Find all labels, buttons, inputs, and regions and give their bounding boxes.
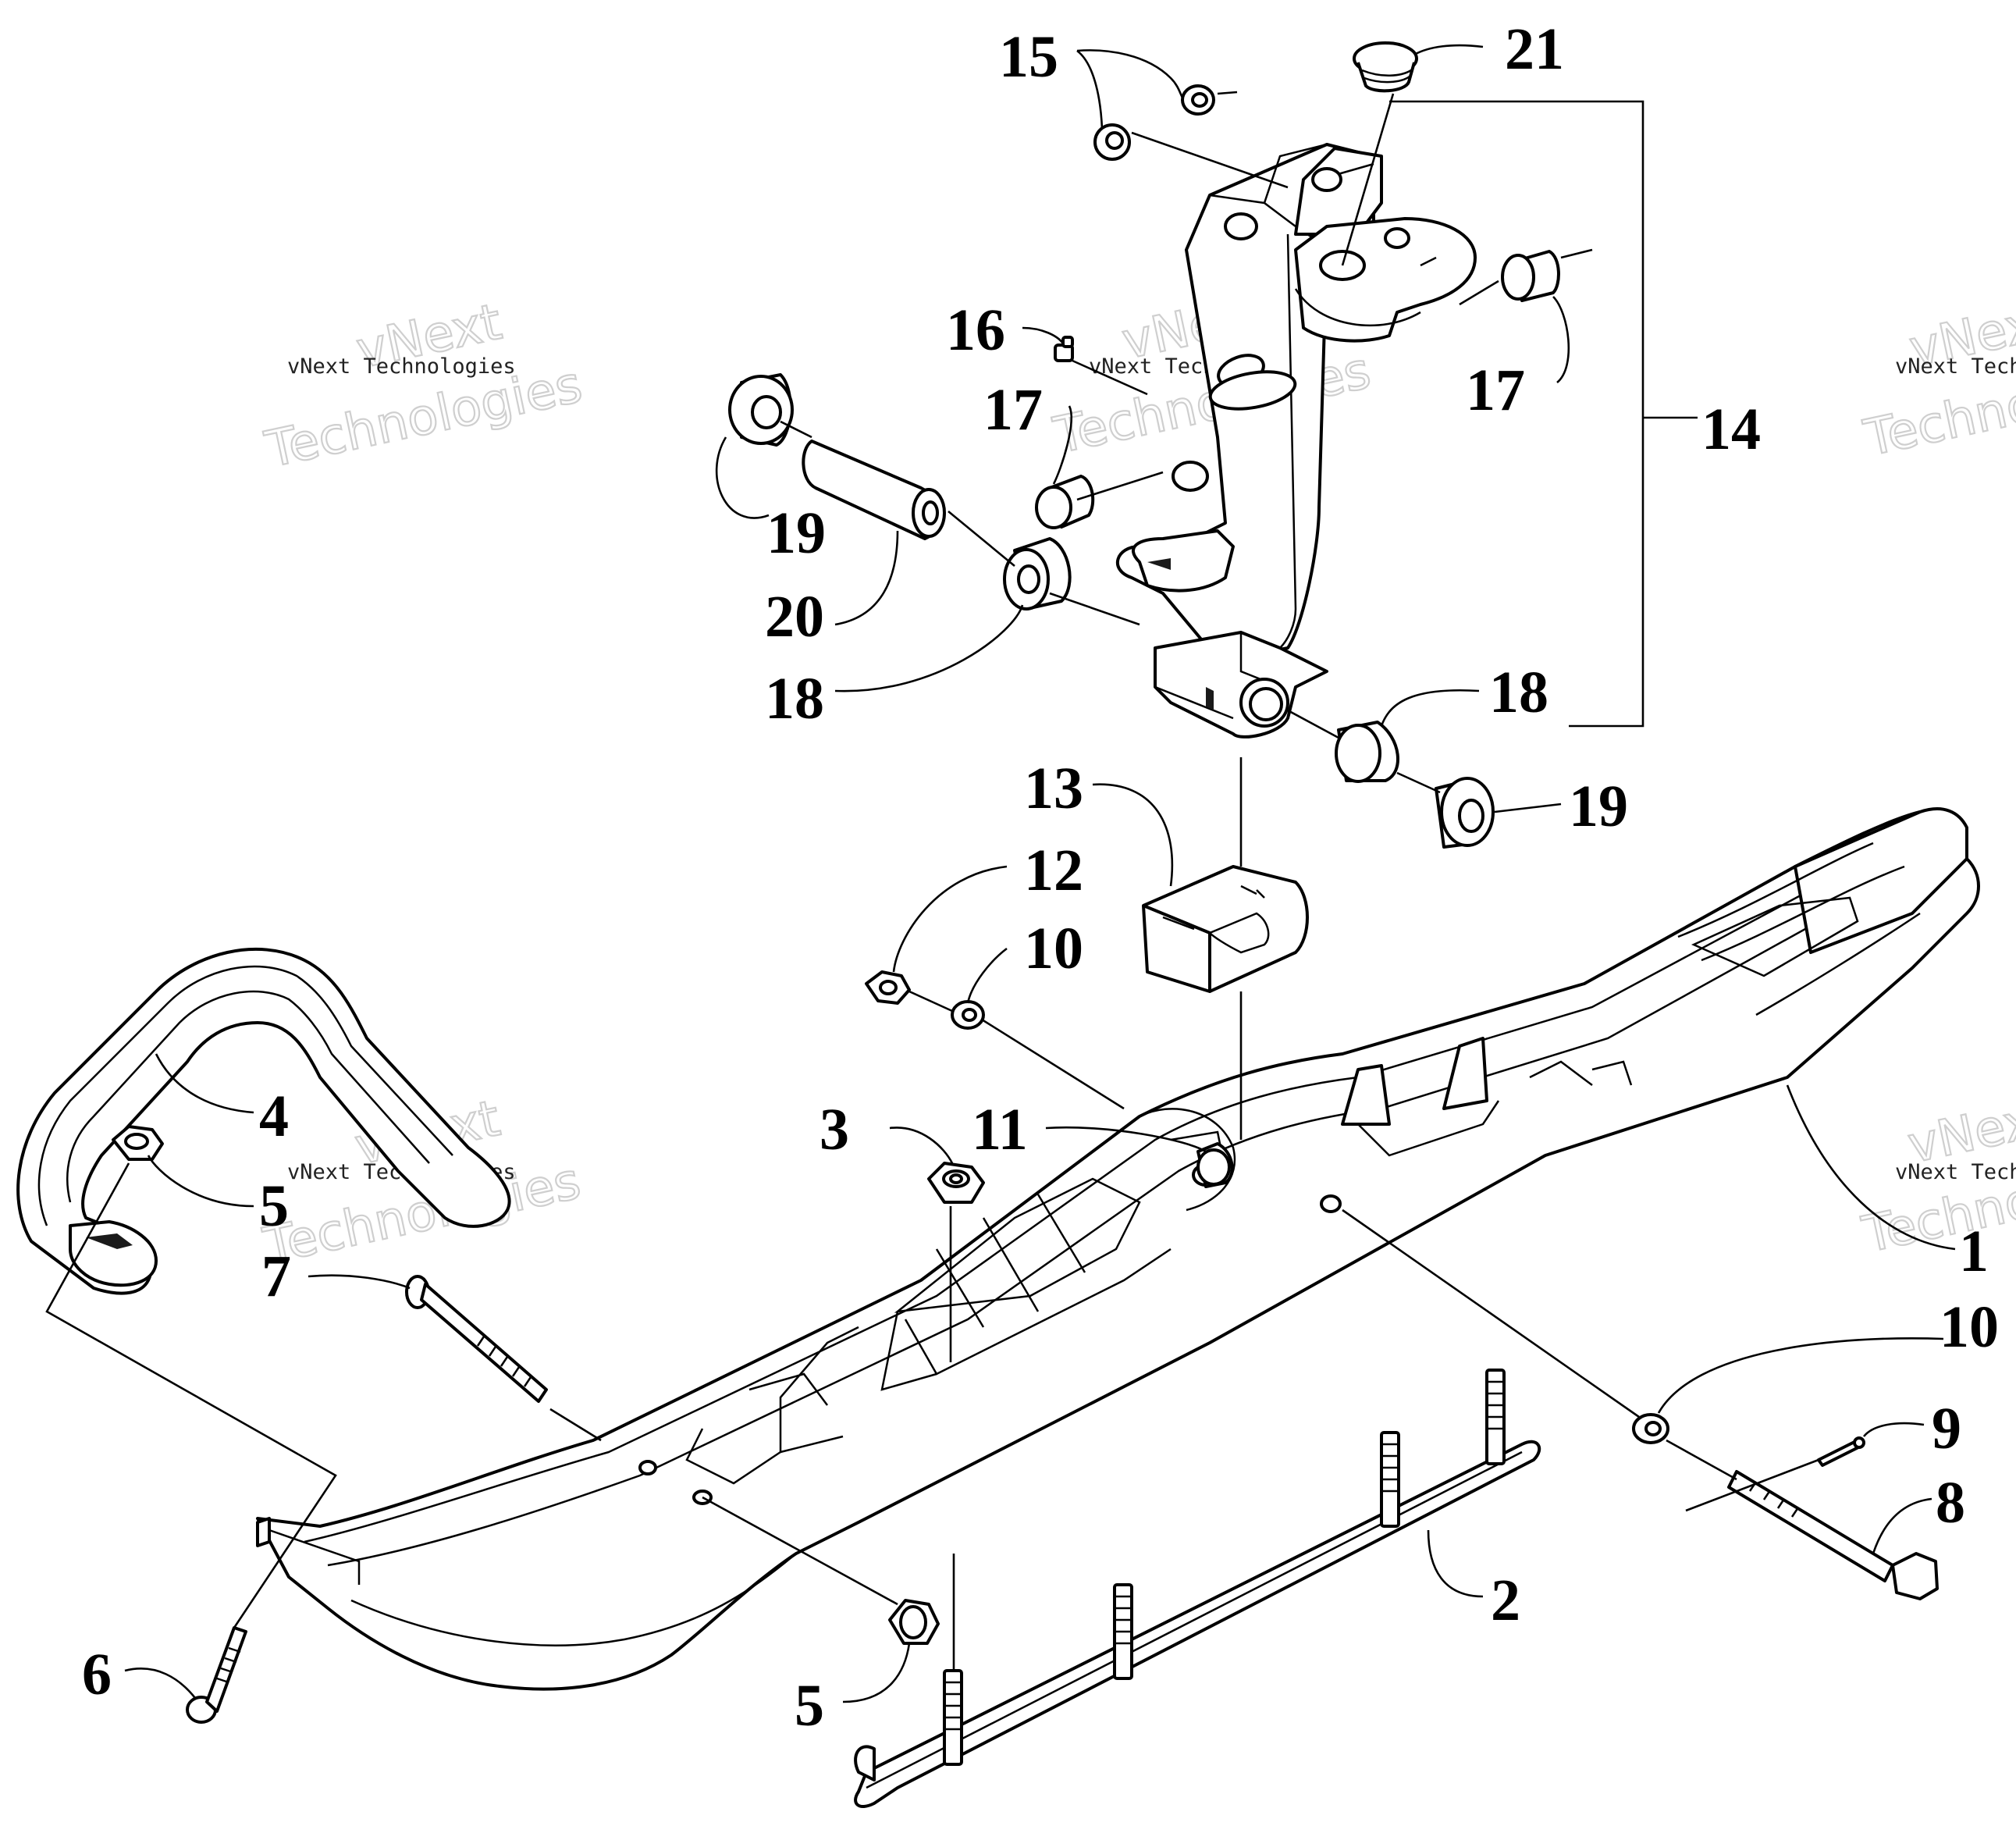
grease-fitting-16 xyxy=(1054,336,1074,362)
callout-16: 16 xyxy=(946,297,1005,363)
spacer-19b xyxy=(1435,777,1495,849)
callout-1: 1 xyxy=(1959,1219,1989,1284)
wear-bar xyxy=(854,1369,1541,1808)
washer-15b xyxy=(1093,123,1131,161)
bushing-18a xyxy=(1003,537,1072,610)
callout-6: 6 xyxy=(82,1642,112,1707)
callout-20: 20 xyxy=(765,584,824,650)
watermark-text: vNext Technologies xyxy=(1895,354,2016,379)
bushing-11 xyxy=(1196,1142,1234,1188)
callout-10-left: 10 xyxy=(1024,916,1083,981)
callout-10-right: 10 xyxy=(1940,1294,1999,1360)
watermark-text: vNext Technologies xyxy=(287,354,516,379)
bolt-6 xyxy=(186,1626,247,1724)
bushing-17a xyxy=(1035,475,1095,529)
callout-5-bottom: 5 xyxy=(795,1673,824,1739)
bolt-7 xyxy=(405,1275,548,1403)
callout-8: 8 xyxy=(1936,1470,1965,1536)
wear-bar-stud xyxy=(1113,1583,1133,1680)
cotter-pin-9 xyxy=(1817,1436,1865,1467)
washer-10a xyxy=(951,1000,985,1030)
callout-18-right: 18 xyxy=(1489,660,1548,725)
sleeve-20 xyxy=(802,440,946,540)
callout-4: 4 xyxy=(259,1084,289,1149)
spindle-slot xyxy=(1208,370,1297,411)
ski-handle xyxy=(16,947,511,1295)
watermark-top-left: vNext Technologies xyxy=(259,293,588,481)
spacer-19a xyxy=(728,373,794,447)
washer-15a xyxy=(1181,84,1215,116)
wear-bar-stud xyxy=(943,1669,963,1766)
callout-14: 14 xyxy=(1701,397,1761,462)
callout-19-right: 19 xyxy=(1569,774,1628,839)
callout-9: 9 xyxy=(1932,1396,1961,1461)
nut-5a xyxy=(112,1125,164,1161)
spindle-assembly xyxy=(1115,143,1477,739)
nut-12 xyxy=(865,970,911,1005)
steering-arm-hole xyxy=(1384,227,1410,249)
callout-2: 2 xyxy=(1491,1568,1520,1633)
bushing-18b xyxy=(1335,721,1399,783)
callout-21: 21 xyxy=(1505,16,1564,82)
ski-body xyxy=(256,807,1980,1691)
callout-numbers: 21 15 16 17 17 14 19 20 18 18 19 13 12 1… xyxy=(82,16,1999,1739)
callout-17-right: 17 xyxy=(1466,358,1525,423)
leader-lines xyxy=(45,44,1956,1703)
callout-19-left: 19 xyxy=(766,500,826,566)
damper-block-13 xyxy=(1142,865,1309,993)
callout-12: 12 xyxy=(1024,838,1083,903)
ski-hole xyxy=(1320,1194,1342,1213)
callout-7: 7 xyxy=(261,1244,291,1309)
ski-hole xyxy=(638,1460,657,1475)
callout-11: 11 xyxy=(972,1097,1028,1162)
washer-10b xyxy=(1632,1413,1669,1444)
callout-18-left: 18 xyxy=(765,666,824,731)
cap-21 xyxy=(1353,41,1418,93)
bushing-17b xyxy=(1501,250,1560,302)
wear-bar-stud xyxy=(1380,1431,1400,1528)
callout-13: 13 xyxy=(1024,756,1083,821)
watermark-text: vNext Technologies xyxy=(1895,1160,2016,1184)
nut-5b xyxy=(888,1599,940,1645)
callout-5-left: 5 xyxy=(259,1173,289,1239)
callout-15: 15 xyxy=(999,24,1058,90)
callout-3: 3 xyxy=(820,1097,849,1162)
bolt-8 xyxy=(1727,1470,1939,1600)
spindle-hole xyxy=(1172,461,1209,492)
callout-17-left: 17 xyxy=(983,377,1043,443)
nut-3 xyxy=(927,1162,985,1204)
spindle-hole xyxy=(1311,167,1342,192)
wear-bar-stud xyxy=(1485,1369,1506,1465)
spindle-hole xyxy=(1224,212,1258,240)
